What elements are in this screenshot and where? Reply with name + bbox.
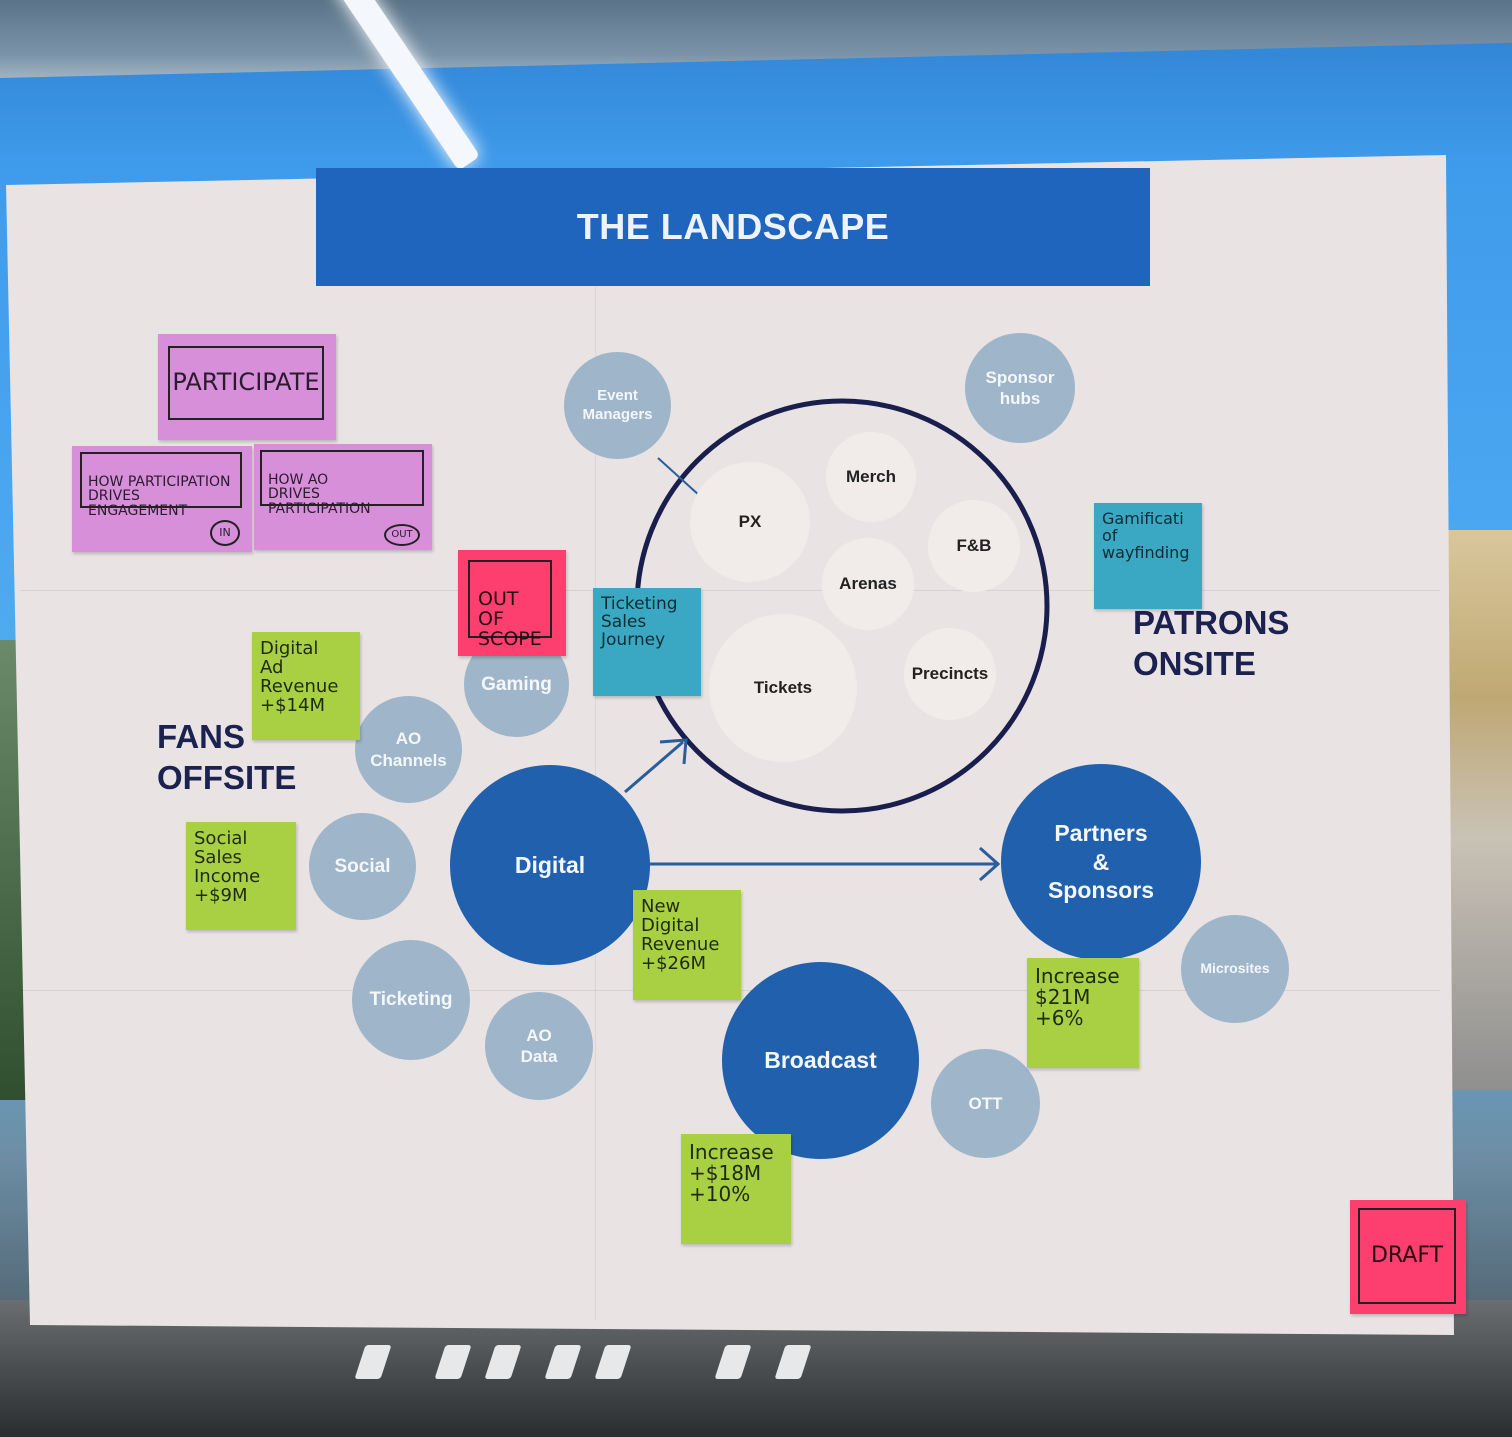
digital-to-onsite-arrow (624, 740, 684, 794)
circle-ott: OTT (931, 1049, 1040, 1158)
sticky-digital-ad-revenue: Digital Ad Revenue +$14M (252, 632, 360, 740)
circle-event-managers: Event Managers (564, 352, 671, 459)
social-sales-income-text: Social Sales Income +$9M (194, 828, 261, 906)
digital-ad-revenue-text: Digital Ad Revenue +$14M (260, 638, 339, 716)
title-banner: THE LANDSCAPE (316, 168, 1150, 286)
circle-digital: Digital (450, 765, 650, 965)
how-participation-text: HOW PARTICIPATION DRIVES ENGAGEMENT (88, 473, 231, 520)
sticky-social-sales-income: Social Sales Income +$9M (186, 822, 296, 930)
label-fans-offsite: FANS OFFSITE (157, 718, 297, 797)
circle-tickets: Tickets (709, 614, 857, 762)
gamification-text: Gamificati of wayfinding (1102, 509, 1190, 562)
out-badge: OUT (384, 524, 420, 546)
circle-partners-sponsors: Partners & Sponsors (1001, 764, 1201, 960)
circle-px: PX (690, 462, 810, 582)
event-managers-connector (657, 457, 701, 497)
sticky-participate: PARTICIPATE (158, 334, 336, 440)
circle-merch: Merch (826, 432, 916, 522)
circle-fnb: F&B (928, 500, 1020, 592)
circle-precincts: Precincts (904, 628, 996, 720)
arrowhead (979, 846, 1001, 882)
increase-21m-text: Increase $21M +6% (1035, 964, 1120, 1030)
draft-text: DRAFT (1370, 1243, 1444, 1269)
poster-fold (20, 590, 1440, 591)
increase-18m-text: Increase +$18M +10% (689, 1140, 774, 1206)
stadium-building (1440, 530, 1512, 1090)
sticky-out-of-scope: OUT OF SCOPE (458, 550, 566, 656)
in-badge: IN (210, 520, 240, 546)
circle-sponsor-hubs: Sponsor hubs (965, 333, 1075, 443)
arrowhead (659, 738, 688, 765)
sticky-draft: DRAFT (1350, 1200, 1466, 1314)
ticketing-sales-text: Ticketing Sales Journey (601, 594, 678, 650)
sticky-gamification: Gamificati of wayfinding (1094, 503, 1202, 609)
circle-arenas: Arenas (822, 538, 914, 630)
out-of-scope-text: OUT OF SCOPE (478, 587, 542, 650)
sticky-how-participation: HOW PARTICIPATION DRIVES ENGAGEMENT IN (72, 446, 252, 552)
label-patrons-onsite: PATRONS ONSITE (1133, 604, 1290, 683)
sticky-increase-18m: Increase +$18M +10% (681, 1134, 791, 1244)
participate-text: PARTICIPATE (172, 368, 320, 397)
circle-ao-data: AO Data (485, 992, 593, 1100)
circle-microsites: Microsites (1181, 915, 1289, 1023)
poster-title: THE LANDSCAPE (576, 206, 890, 247)
sticky-new-digital-revenue: New Digital Revenue +$26M (633, 890, 741, 1000)
circle-social: Social (309, 813, 416, 920)
poster-fold (595, 180, 596, 1320)
circle-ao-channels: AO Channels (355, 696, 462, 803)
sticky-ticketing-sales: Ticketing Sales Journey (593, 588, 701, 696)
sticky-increase-21m: Increase $21M +6% (1027, 958, 1139, 1068)
how-ao-text: HOW AO DRIVES PARTICIPATION (268, 471, 371, 518)
new-digital-revenue-text: New Digital Revenue +$26M (641, 896, 720, 974)
circle-ticketing: Ticketing (352, 940, 470, 1060)
sticky-how-ao: HOW AO DRIVES PARTICIPATION OUT (254, 444, 432, 550)
circle-broadcast: Broadcast (722, 962, 919, 1159)
